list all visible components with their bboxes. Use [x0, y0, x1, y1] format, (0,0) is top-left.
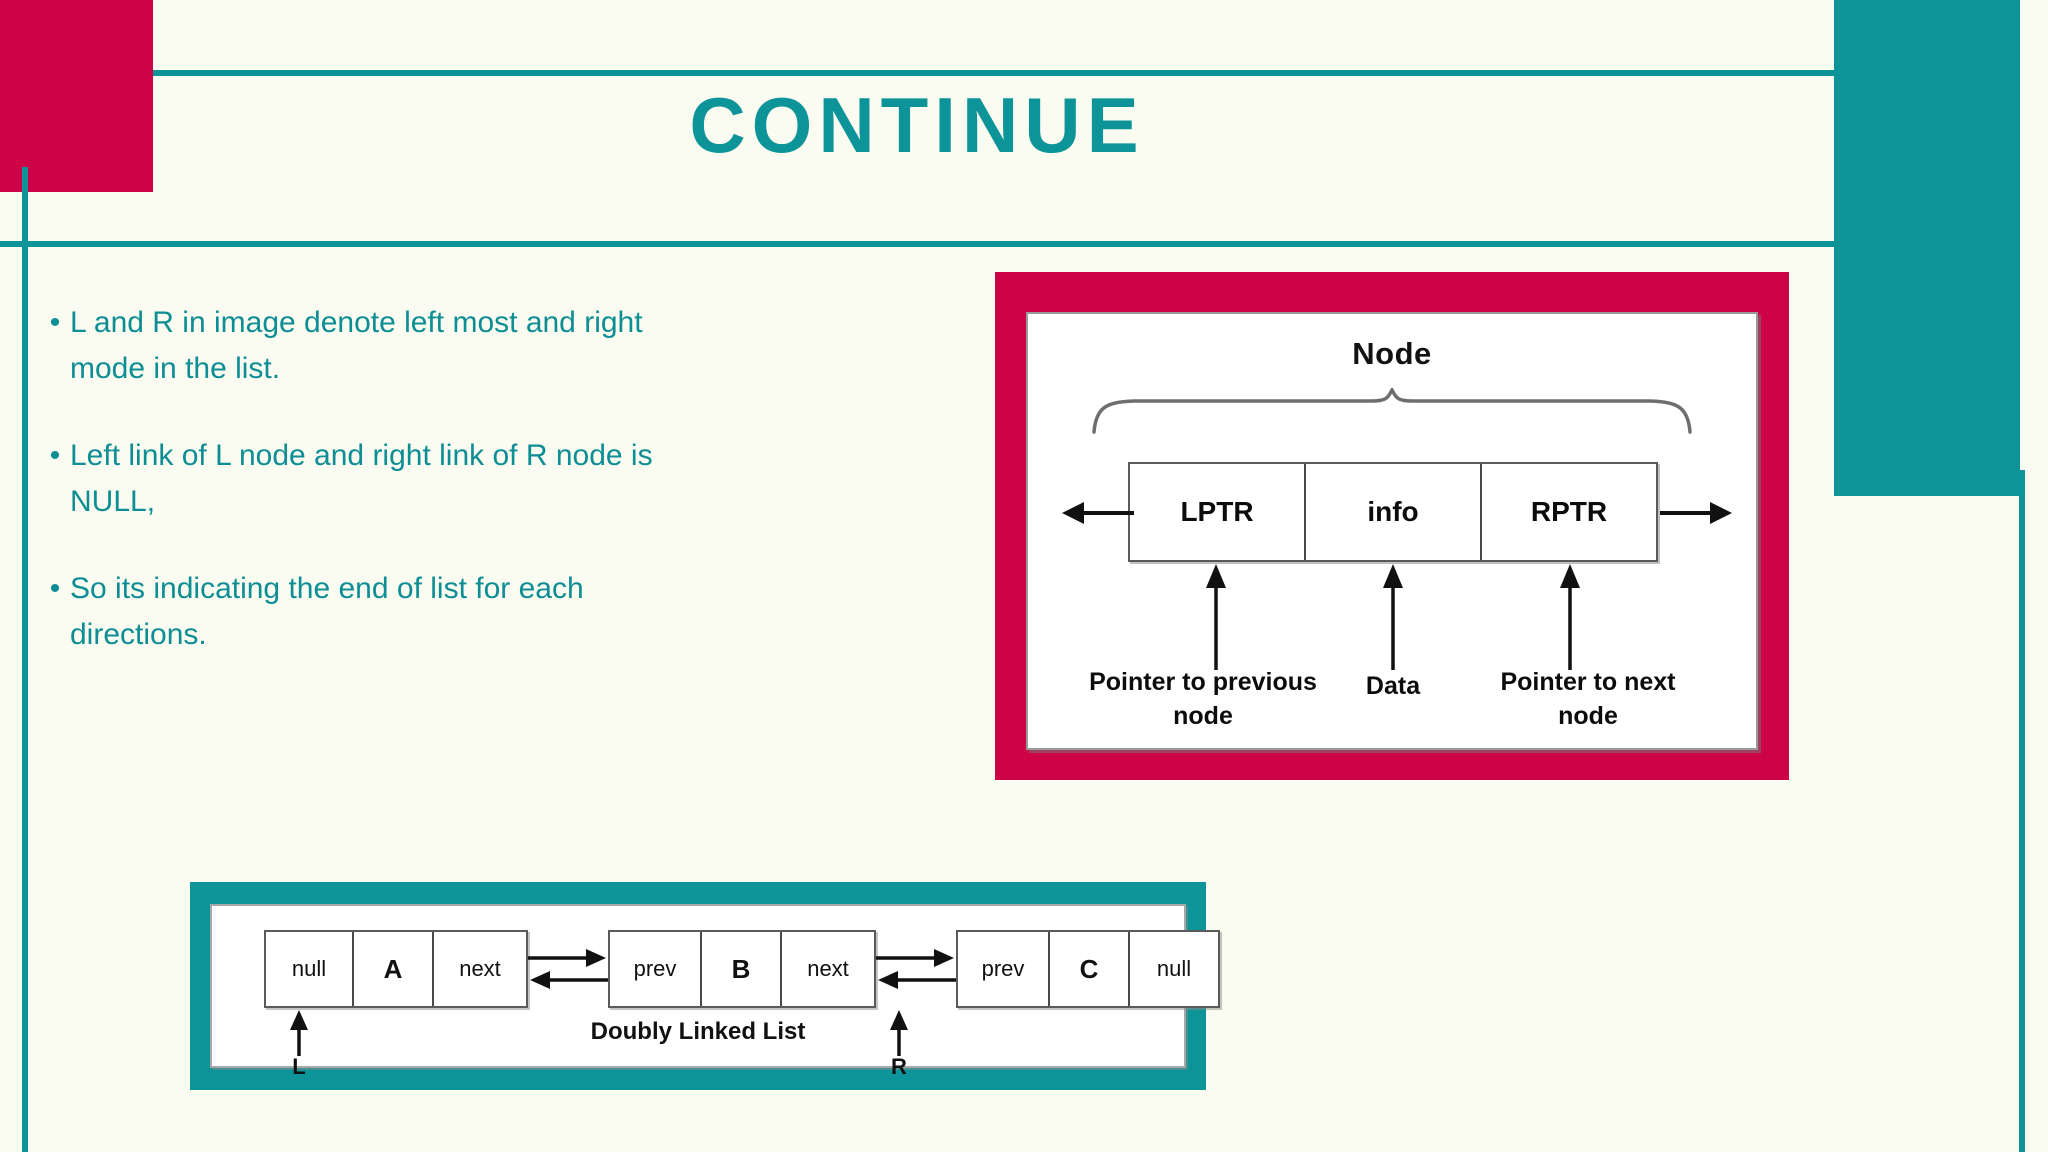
node-structure-figure: Node LPTR info RPTR — [995, 272, 1789, 780]
list-item: • Left link of L node and right link of … — [40, 433, 680, 524]
dll-cell-prev: null — [266, 932, 354, 1006]
bullet-text: L and R in image denote left most and ri… — [70, 306, 643, 385]
corner-block-teal — [1834, 0, 2020, 496]
dll-marker-left: L — [292, 1054, 306, 1079]
dll-marker-right: R — [891, 1054, 907, 1079]
divider-line-middle — [0, 241, 1834, 247]
bullet-dot-icon: • — [49, 306, 61, 339]
dll-cell-prev: prev — [958, 932, 1050, 1006]
arrow-left-icon — [1060, 500, 1134, 531]
dll-cell-data: A — [354, 932, 434, 1006]
node-cell-row: LPTR info RPTR — [1128, 462, 1658, 562]
arrow-up-l-icon — [286, 1010, 312, 1061]
dll-node: prev B next — [608, 930, 876, 1008]
dll-cell-prev: prev — [610, 932, 702, 1006]
dll-link-icon — [528, 930, 608, 1008]
dll-node: prev C null — [956, 930, 1220, 1008]
dll-cell-next: next — [459, 956, 501, 981]
caption-data: Data — [1365, 672, 1421, 700]
dll-cell-data: C — [1050, 932, 1130, 1006]
caption-pointer-next: Pointer to next node — [1500, 668, 1676, 730]
arrow-up-r-icon — [886, 1010, 912, 1061]
list-item: • So its indicating the end of list for … — [40, 566, 680, 657]
node-cell-rptr: RPTR — [1530, 496, 1608, 527]
curly-brace-icon — [1090, 386, 1698, 439]
dll-link-icon — [876, 930, 956, 1008]
dll-figure-caption: Doubly Linked List — [590, 1018, 806, 1045]
dll-cell-data: B — [702, 932, 782, 1006]
dll-figure-canvas: null A next prev — [210, 904, 1220, 1079]
bullet-text: So its indicating the end of list for ea… — [70, 572, 584, 651]
node-caption-row: Pointer to previous node Data Pointer to… — [1088, 666, 1718, 734]
dll-node-row: null A next prev — [264, 930, 1220, 1008]
caption-pointer-previous: Pointer to previous node — [1089, 668, 1317, 730]
dll-cell-next: null — [1156, 956, 1192, 981]
divider-line-left — [22, 167, 28, 1152]
caption-arrows-icon — [1128, 562, 1658, 675]
corner-block-crimson — [0, 0, 153, 192]
divider-line-right — [2019, 470, 2025, 1152]
doubly-linked-list-figure: null A next prev — [190, 882, 1220, 1090]
list-item: • L and R in image denote left most and … — [40, 300, 680, 391]
dll-node: null A next — [264, 930, 528, 1008]
dll-cell-next: next — [807, 956, 849, 981]
node-cell-lptr: LPTR — [1130, 464, 1306, 560]
divider-line-top — [153, 70, 1834, 76]
node-cell-info: info — [1306, 464, 1482, 560]
bullet-list: • L and R in image denote left most and … — [40, 300, 680, 700]
node-figure-canvas: Node LPTR info RPTR — [1026, 312, 1758, 750]
arrow-right-icon — [1660, 500, 1734, 531]
page-title: CONTINUE — [689, 81, 1145, 169]
bullet-dot-icon: • — [49, 439, 61, 473]
bullet-dot-icon: • — [49, 572, 61, 606]
bullet-text: Left link of L node and right link of R … — [70, 439, 653, 518]
node-figure-title: Node — [1352, 336, 1432, 371]
